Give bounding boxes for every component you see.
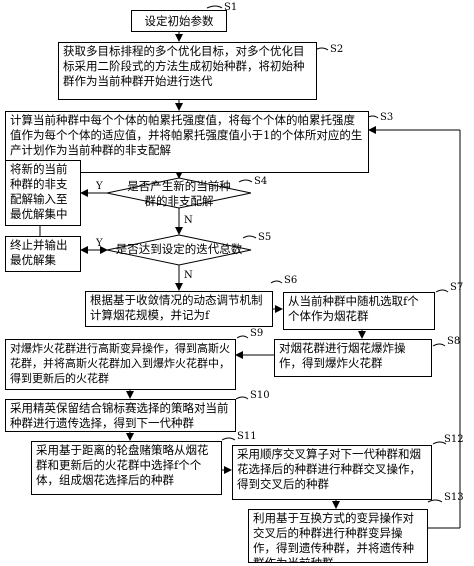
decision-s4-no: N <box>184 215 193 226</box>
step-s1-text: 设定初始参数 <box>144 14 214 28</box>
step-s8-text: 对烟花群进行烟花爆炸操作，得到爆炸火花群 <box>279 341 406 370</box>
step-s11-label: S11 <box>237 431 257 442</box>
decision-s4-diamond <box>106 177 252 209</box>
step-s1-box: 设定初始参数 <box>131 10 227 32</box>
decision-s5-diamond <box>106 234 252 266</box>
step-s12-box: 采用顺序交叉算子对下一代种群和烟花选择后的种群进行种群交叉操作，得到交叉后的种群 <box>232 445 432 500</box>
best-set-box: 将新的当前种群的非支配解输入至最优解集中 <box>5 160 81 226</box>
decision-s5-yes: Y <box>96 238 103 249</box>
step-s11-box: 采用基于距离的轮盘赌策略从烟花群和更新后的火花群中选择f个个体，组成烟花选择后的… <box>31 441 222 495</box>
step-s6-box: 根据基于收敛情况的动态调节机制计算烟花规模，并记为f <box>85 291 273 327</box>
step-s12-label: S12 <box>444 434 464 445</box>
step-s6-text: 根据基于收敛情况的动态调节机制计算烟花规模，并记为f <box>90 293 263 322</box>
decision-s5-text: 是否达到设定的迭代总数 <box>115 242 243 256</box>
terminate-box: 终止并输出最优解集 <box>5 236 81 272</box>
step-s9-text: 对爆炸火花群进行高斯变异操作，得到高斯火花群，并将高斯火花群加入到爆炸火花群中，… <box>10 342 230 385</box>
step-s2-text: 获取多目标排程的多个优化目标，对多个优化目标采用二阶段式的方法生成初始种群，将初… <box>63 44 305 88</box>
step-s4-label: S4 <box>254 176 268 187</box>
step-s3-text: 计算当前种群中每个个体的帕累托强度值，将每个个体的帕累托强度值作为每个个体的适应… <box>10 113 363 157</box>
step-s2-box: 获取多目标排程的多个优化目标，对多个优化目标采用二阶段式的方法生成初始种群，将初… <box>58 42 317 100</box>
step-s7-label: S7 <box>450 282 464 293</box>
step-s12-text: 采用顺序交叉算子对下一代种群和烟花选择后的种群进行种群交叉操作，得到交叉后的种群 <box>237 447 421 491</box>
best-set-text: 将新的当前种群的非支配解输入至最优解集中 <box>10 162 68 221</box>
step-s6-label: S6 <box>284 275 298 286</box>
step-s1-label: S1 <box>224 2 238 13</box>
step-s8-box: 对烟花群进行烟花爆炸操作，得到爆炸火花群 <box>274 339 432 377</box>
decision-s5-no: N <box>184 270 193 281</box>
step-s13-text: 利用基于互换方式的变异操作对交叉后的种群进行种群变异操作，得到遗传种群，并将遗传… <box>253 511 414 563</box>
step-s10-label: S10 <box>250 390 270 401</box>
step-s13-label: S13 <box>444 492 464 503</box>
step-s11-text: 采用基于距离的轮盘赌策略从烟花群和更新后的火花群中选择f个个体，组成烟花选择后的… <box>36 443 209 487</box>
step-s2-label: S2 <box>330 44 344 55</box>
terminate-text: 终止并输出最优解集 <box>10 238 68 267</box>
decision-s4-text: 是否产生新的当前种群的非支配解 <box>127 179 231 208</box>
step-s10-box: 采用精英保留结合锦标赛选择的策略对当前种群进行遗传选择，得到下一代种群 <box>5 399 236 432</box>
step-s9-box: 对爆炸火花群进行高斯变异操作，得到高斯火花群，并将高斯火花群加入到爆炸火花群中，… <box>5 339 236 390</box>
step-s7-text: 从当前种群中随机选取f个个体作为烟花群 <box>288 294 419 323</box>
step-s5-label: S5 <box>258 232 272 243</box>
step-s7-box: 从当前种群中随机选取f个个体作为烟花群 <box>283 292 435 330</box>
step-s9-label: S9 <box>250 328 264 339</box>
step-s13-box: 利用基于互换方式的变异操作对交叉后的种群进行种群变异操作，得到遗传种群，并将遗传… <box>248 509 428 563</box>
step-s3-label: S3 <box>380 112 394 123</box>
step-s8-label: S8 <box>447 336 461 347</box>
decision-s4-yes: Y <box>96 181 103 192</box>
step-s10-text: 采用精英保留结合锦标赛选择的策略对当前种群进行遗传选择，得到下一代种群 <box>10 401 229 430</box>
